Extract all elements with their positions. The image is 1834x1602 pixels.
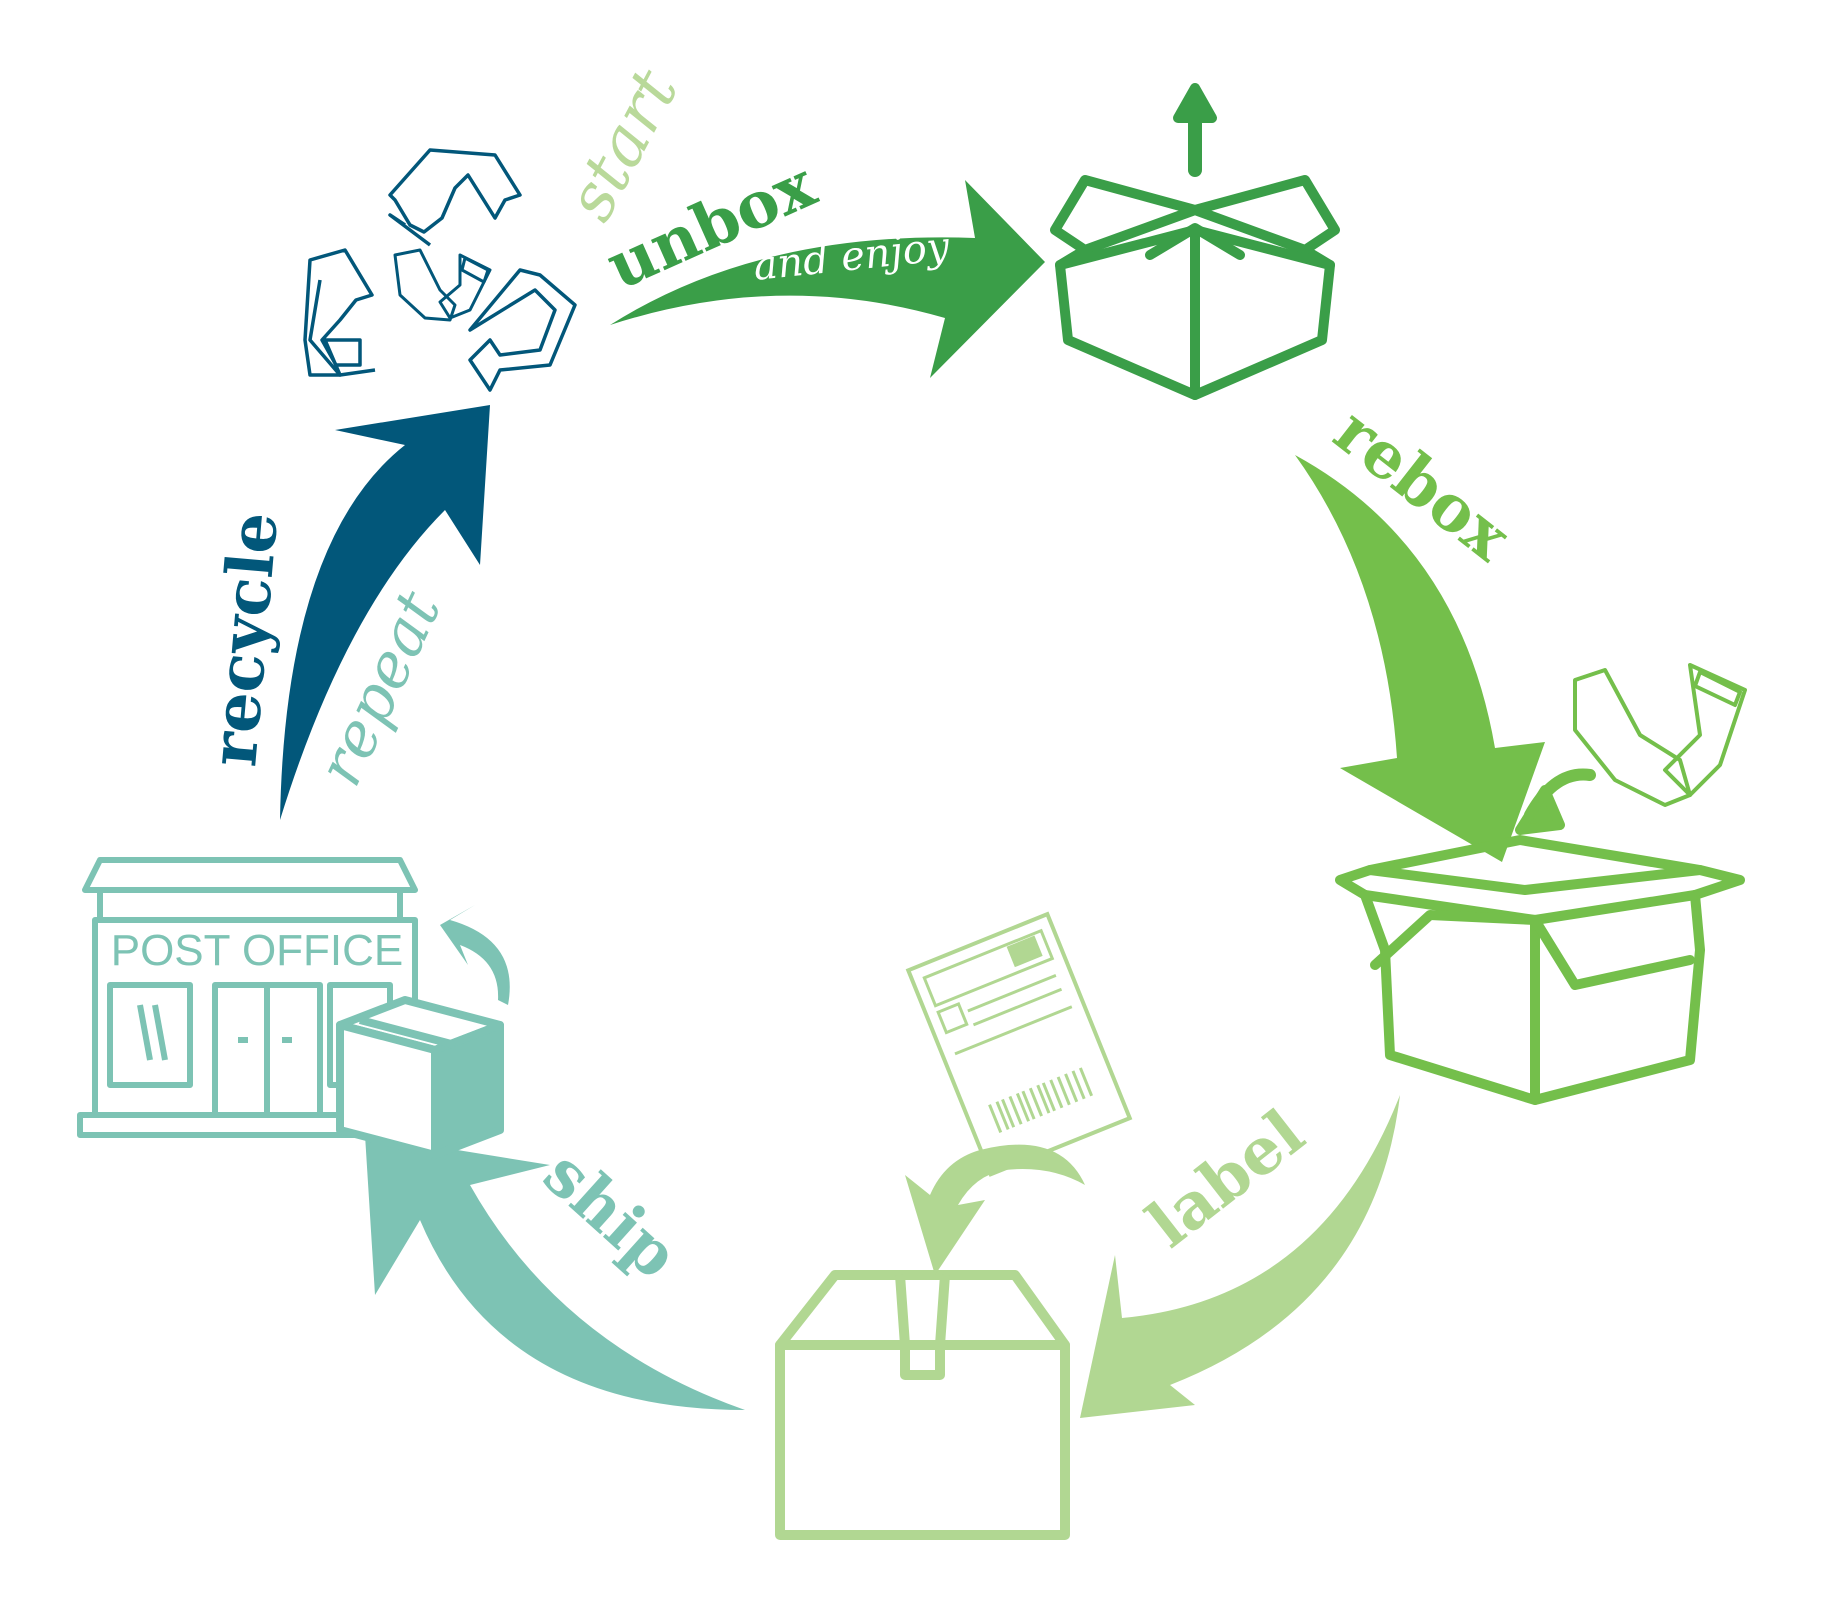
shipping-label-icon	[905, 911, 1133, 1275]
label-step-label: label	[1134, 1095, 1319, 1262]
closed-box-icon	[775, 1270, 1070, 1540]
label-arrow	[1080, 1095, 1400, 1418]
recycle-symbol-icon	[303, 148, 577, 392]
open-box-with-socks-icon	[1335, 768, 1745, 1105]
open-box-with-up-arrow-icon	[1050, 83, 1340, 400]
unbox-arrow	[610, 180, 1045, 378]
rebox-arrow	[1295, 455, 1545, 862]
recycle-socks-icon	[393, 248, 492, 322]
post-office-sign: POST OFFICE	[111, 926, 404, 975]
socks-icon	[1573, 663, 1747, 807]
post-office-with-package-icon: POST OFFICE	[77, 857, 510, 1159]
label-curved-arrow	[905, 1144, 1085, 1275]
package-icon	[336, 996, 504, 1159]
recycle-with-socks-icon	[303, 148, 577, 392]
recycle-arrow	[280, 405, 490, 820]
ship-label: ship	[529, 1136, 692, 1293]
post-office-curved-arrow	[440, 905, 510, 1005]
recycle-label: recycle	[196, 509, 293, 769]
ship-arrow	[365, 1135, 745, 1410]
